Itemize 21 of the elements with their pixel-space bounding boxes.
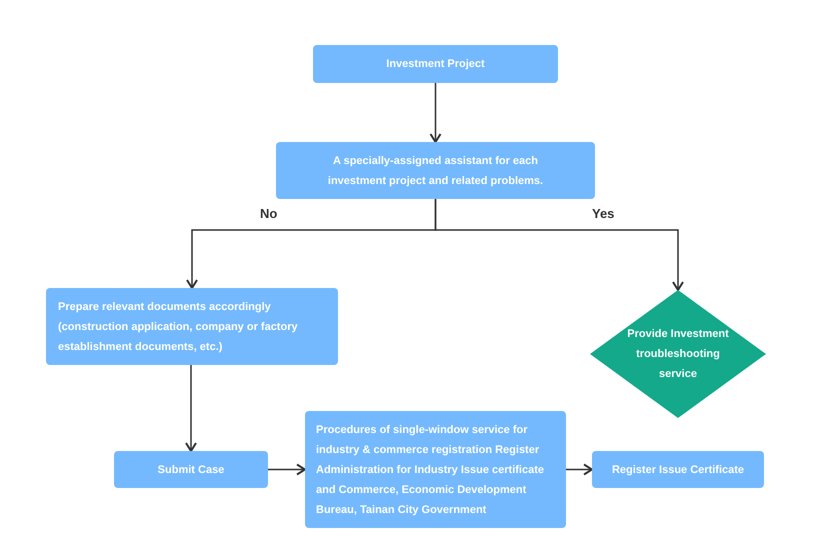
arrow	[185, 365, 197, 452]
edge-label: No	[258, 206, 280, 221]
arrow	[430, 83, 442, 143]
node-text: Submit Case	[158, 462, 224, 478]
arrow	[268, 464, 306, 476]
process-box	[592, 451, 764, 488]
node-text: A specially-assigned assistant for each investment project and related problems.	[326, 154, 544, 188]
node-text: Provide Investment troubleshooting service	[626, 327, 730, 382]
node-text: Prepare relevant documents accordingly (construction application, company or factory establishment documents, etc.)	[58, 300, 299, 354]
process-box	[114, 451, 268, 488]
arrow	[434, 199, 684, 291]
node-text: Register Issue Certificate	[612, 462, 744, 478]
process-box	[46, 288, 338, 365]
process-box	[276, 142, 595, 199]
node-text: Investment Project	[386, 57, 485, 72]
process-box	[313, 45, 558, 83]
edge-label: Yes	[590, 206, 616, 221]
arrow	[566, 464, 593, 476]
process-box	[305, 411, 566, 528]
node-text: Procedures of single-window service for industry & commerce registration Register Administration for Industry Issue certificate and Commerce, Economic Development Bureau, Tainan City Government	[316, 422, 545, 518]
decision-diamond	[590, 290, 766, 418]
